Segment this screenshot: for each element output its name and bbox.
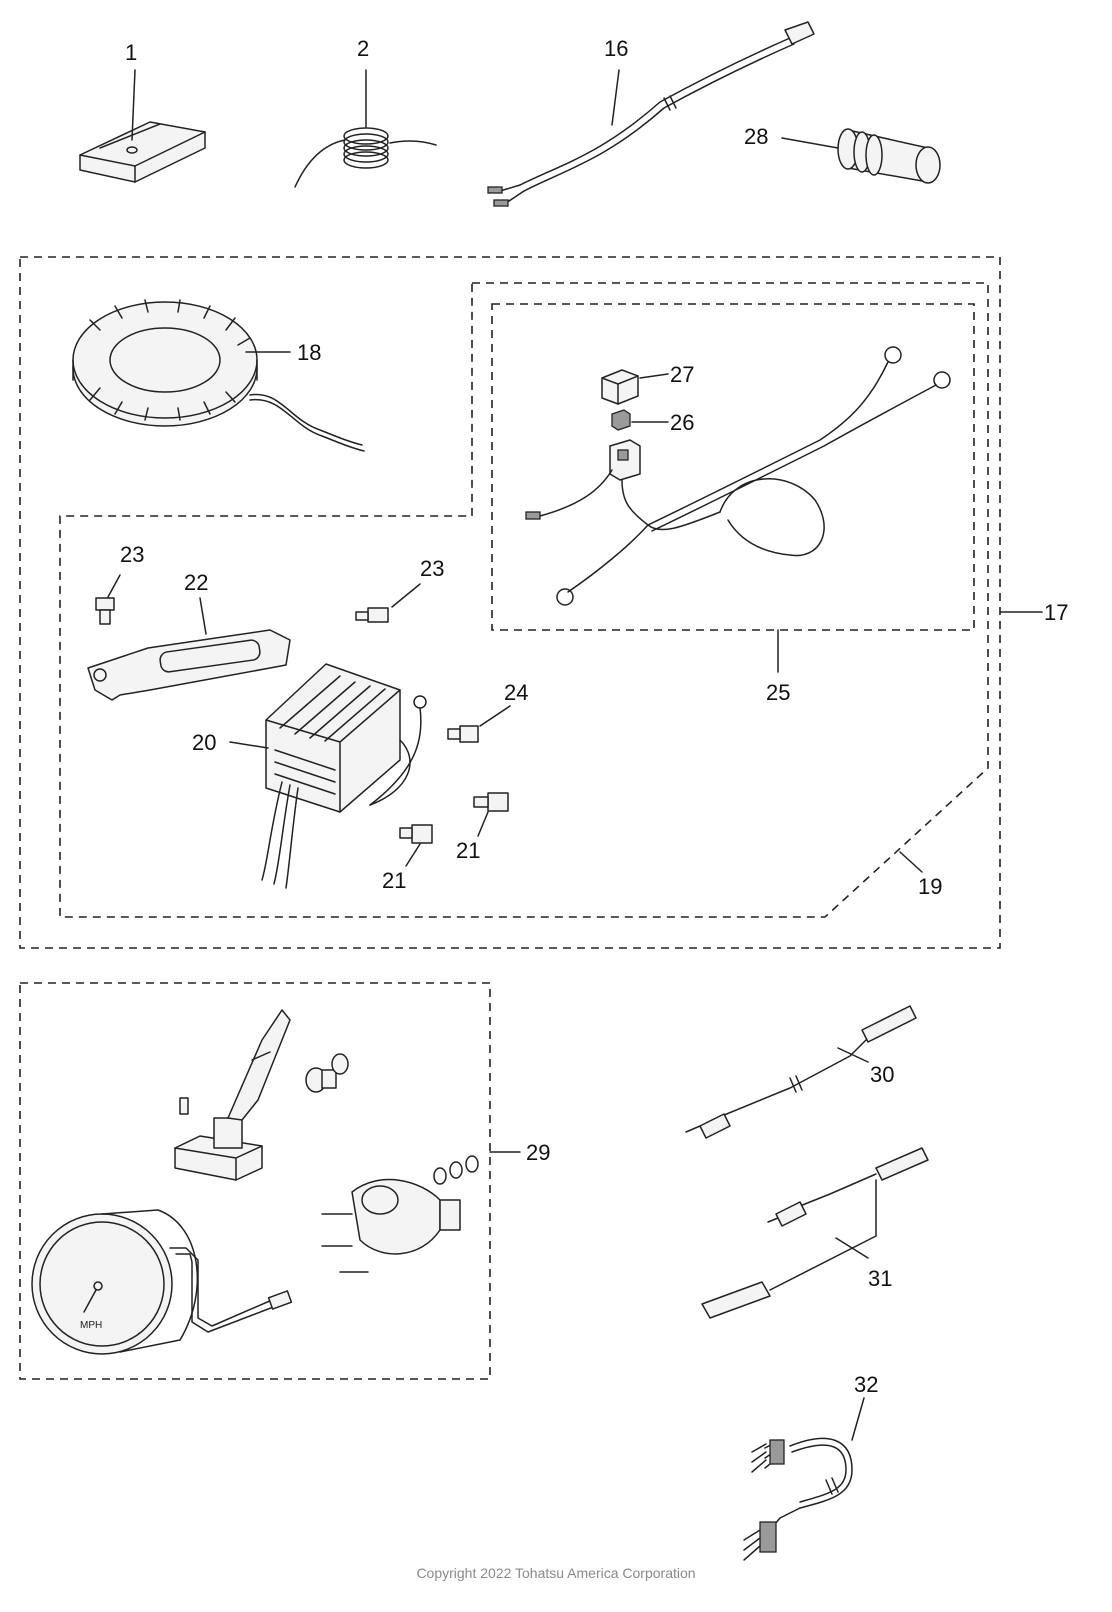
bolt-illustration-a bbox=[399, 824, 433, 844]
branch-wire-illustration bbox=[701, 1147, 929, 1319]
bolt-illustration-c bbox=[447, 725, 479, 743]
part-number-25: 25 bbox=[766, 680, 790, 705]
stator-coil-illustration bbox=[72, 299, 365, 452]
part-number-32: 32 bbox=[854, 1372, 878, 1397]
part-number-19: 19 bbox=[918, 874, 942, 899]
bolt-illustration-b bbox=[473, 792, 509, 812]
part-number-16: 16 bbox=[604, 36, 628, 61]
part-number-2: 2 bbox=[357, 36, 369, 61]
part-number-26: 26 bbox=[670, 410, 694, 435]
part-number-18: 18 bbox=[297, 340, 321, 365]
part-number-30: 30 bbox=[870, 1062, 894, 1087]
extension-wire-illustration bbox=[685, 1005, 917, 1139]
part-number-29: 29 bbox=[526, 1140, 550, 1165]
part-number-1: 1 bbox=[125, 40, 137, 65]
part-number-22: 22 bbox=[184, 570, 208, 595]
grommet-illustration bbox=[837, 128, 941, 184]
screw-illustration-b bbox=[355, 607, 389, 623]
group-19-outline bbox=[59, 282, 989, 918]
part-number-17: 17 bbox=[1044, 600, 1068, 625]
part-number-20: 20 bbox=[192, 730, 216, 755]
part-number-21b: 21 bbox=[456, 838, 480, 863]
group-17-outline bbox=[19, 256, 1001, 949]
clip-illustration bbox=[79, 121, 206, 183]
screw-illustration-a bbox=[95, 597, 115, 625]
group-25-outline bbox=[491, 303, 975, 631]
speedometer-kit-illustration: MPH bbox=[31, 1009, 479, 1355]
group-19-leader bbox=[899, 851, 923, 873]
part-number-23a: 23 bbox=[120, 542, 144, 567]
part-number-24: 24 bbox=[504, 680, 528, 705]
wire-lead-illustration bbox=[487, 21, 815, 207]
wire-harness-illustration bbox=[525, 346, 951, 606]
spring-wire-illustration bbox=[294, 127, 437, 188]
part-number-28: 28 bbox=[744, 124, 768, 149]
svg-text:MPH: MPH bbox=[80, 1320, 102, 1331]
fuse-holder-cap-illustration bbox=[601, 369, 639, 405]
part-number-23b: 23 bbox=[420, 556, 444, 581]
group-29-outline bbox=[19, 982, 491, 1380]
part-number-21a: 21 bbox=[382, 868, 406, 893]
copyright-text: Copyright 2022 Tohatsu America Corporati… bbox=[416, 1565, 695, 1581]
rectifier-regulator-illustration bbox=[261, 663, 427, 889]
fuse-illustration bbox=[611, 409, 631, 431]
adapter-harness-illustration bbox=[743, 1437, 853, 1561]
bracket-illustration bbox=[87, 629, 291, 701]
part-number-27: 27 bbox=[670, 362, 694, 387]
part-number-31: 31 bbox=[868, 1266, 892, 1291]
